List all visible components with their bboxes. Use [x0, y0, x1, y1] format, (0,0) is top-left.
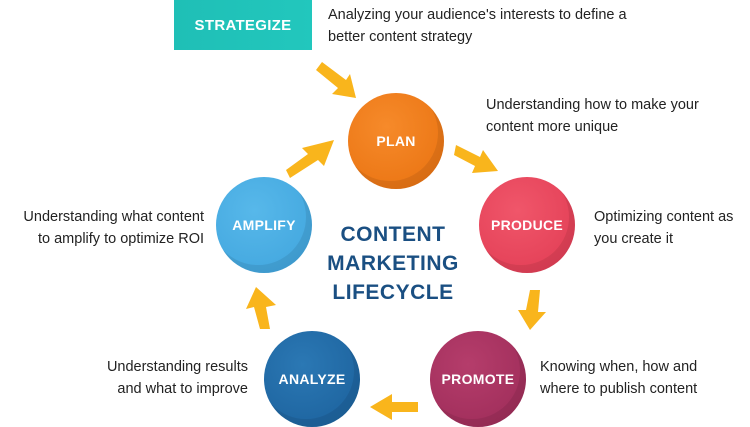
analyze-description-line-1: Understanding results: [106, 359, 248, 375]
arrow-plan-to-produce-icon: [454, 145, 498, 173]
produce-label: PRODUCE: [490, 217, 564, 233]
analyze-label: ANALYZE: [278, 371, 346, 387]
promote-label: PROMOTE: [441, 371, 515, 387]
strategize-description-line-1: Analyzing your audience's interests to d…: [328, 7, 627, 23]
produce-circle: PRODUCE: [479, 177, 575, 273]
amplify-circle: AMPLIFY: [216, 177, 312, 273]
plan-description-line-1: Understanding how to make your: [486, 97, 699, 113]
produce-description-line-1: Optimizing content as: [594, 209, 734, 225]
plan-description: Understanding how to make your content m…: [486, 94, 699, 138]
center-title: CONTENT MARKETING LIFECYCLE: [318, 220, 468, 307]
analyze-description: Understanding results and what to improv…: [60, 356, 248, 400]
analyze-description-line-2: and what to improve: [117, 381, 248, 397]
amplify-description: Understanding what content to amplify to…: [0, 206, 204, 250]
plan-circle: PLAN: [348, 93, 444, 189]
plan-description-line-2: content more unique: [486, 119, 619, 135]
promote-description-line-1: Knowing when, how and: [540, 359, 698, 375]
plan-label: PLAN: [376, 133, 416, 149]
strategize-box: STRATEGIZE: [174, 0, 312, 50]
amplify-description-line-2: to amplify to optimize ROI: [38, 231, 204, 247]
center-title-line-2: MARKETING: [327, 252, 459, 275]
strategize-label: STRATEGIZE: [194, 16, 292, 34]
amplify-description-line-1: Understanding what content: [23, 209, 204, 225]
analyze-circle: ANALYZE: [264, 331, 360, 427]
arrow-strategize-to-plan-icon: [316, 62, 356, 98]
center-title-line-3: LIFECYCLE: [332, 281, 454, 304]
promote-description-line-2: where to publish content: [540, 381, 698, 397]
center-title-line-1: CONTENT: [340, 223, 446, 246]
strategize-description: Analyzing your audience's interests to d…: [328, 4, 627, 48]
arrow-produce-to-promote-icon: [518, 290, 546, 330]
arrow-amplify-to-plan-icon: [286, 140, 334, 178]
arrow-analyze-to-amplify-icon: [246, 287, 276, 329]
amplify-label: AMPLIFY: [232, 217, 296, 233]
promote-description: Knowing when, how and where to publish c…: [540, 356, 697, 400]
produce-description: Optimizing content as you create it: [594, 206, 733, 250]
arrow-promote-to-analyze-icon: [370, 394, 418, 420]
strategize-description-line-2: better content strategy: [328, 29, 473, 45]
promote-circle: PROMOTE: [430, 331, 526, 427]
produce-description-line-2: you create it: [594, 231, 673, 247]
